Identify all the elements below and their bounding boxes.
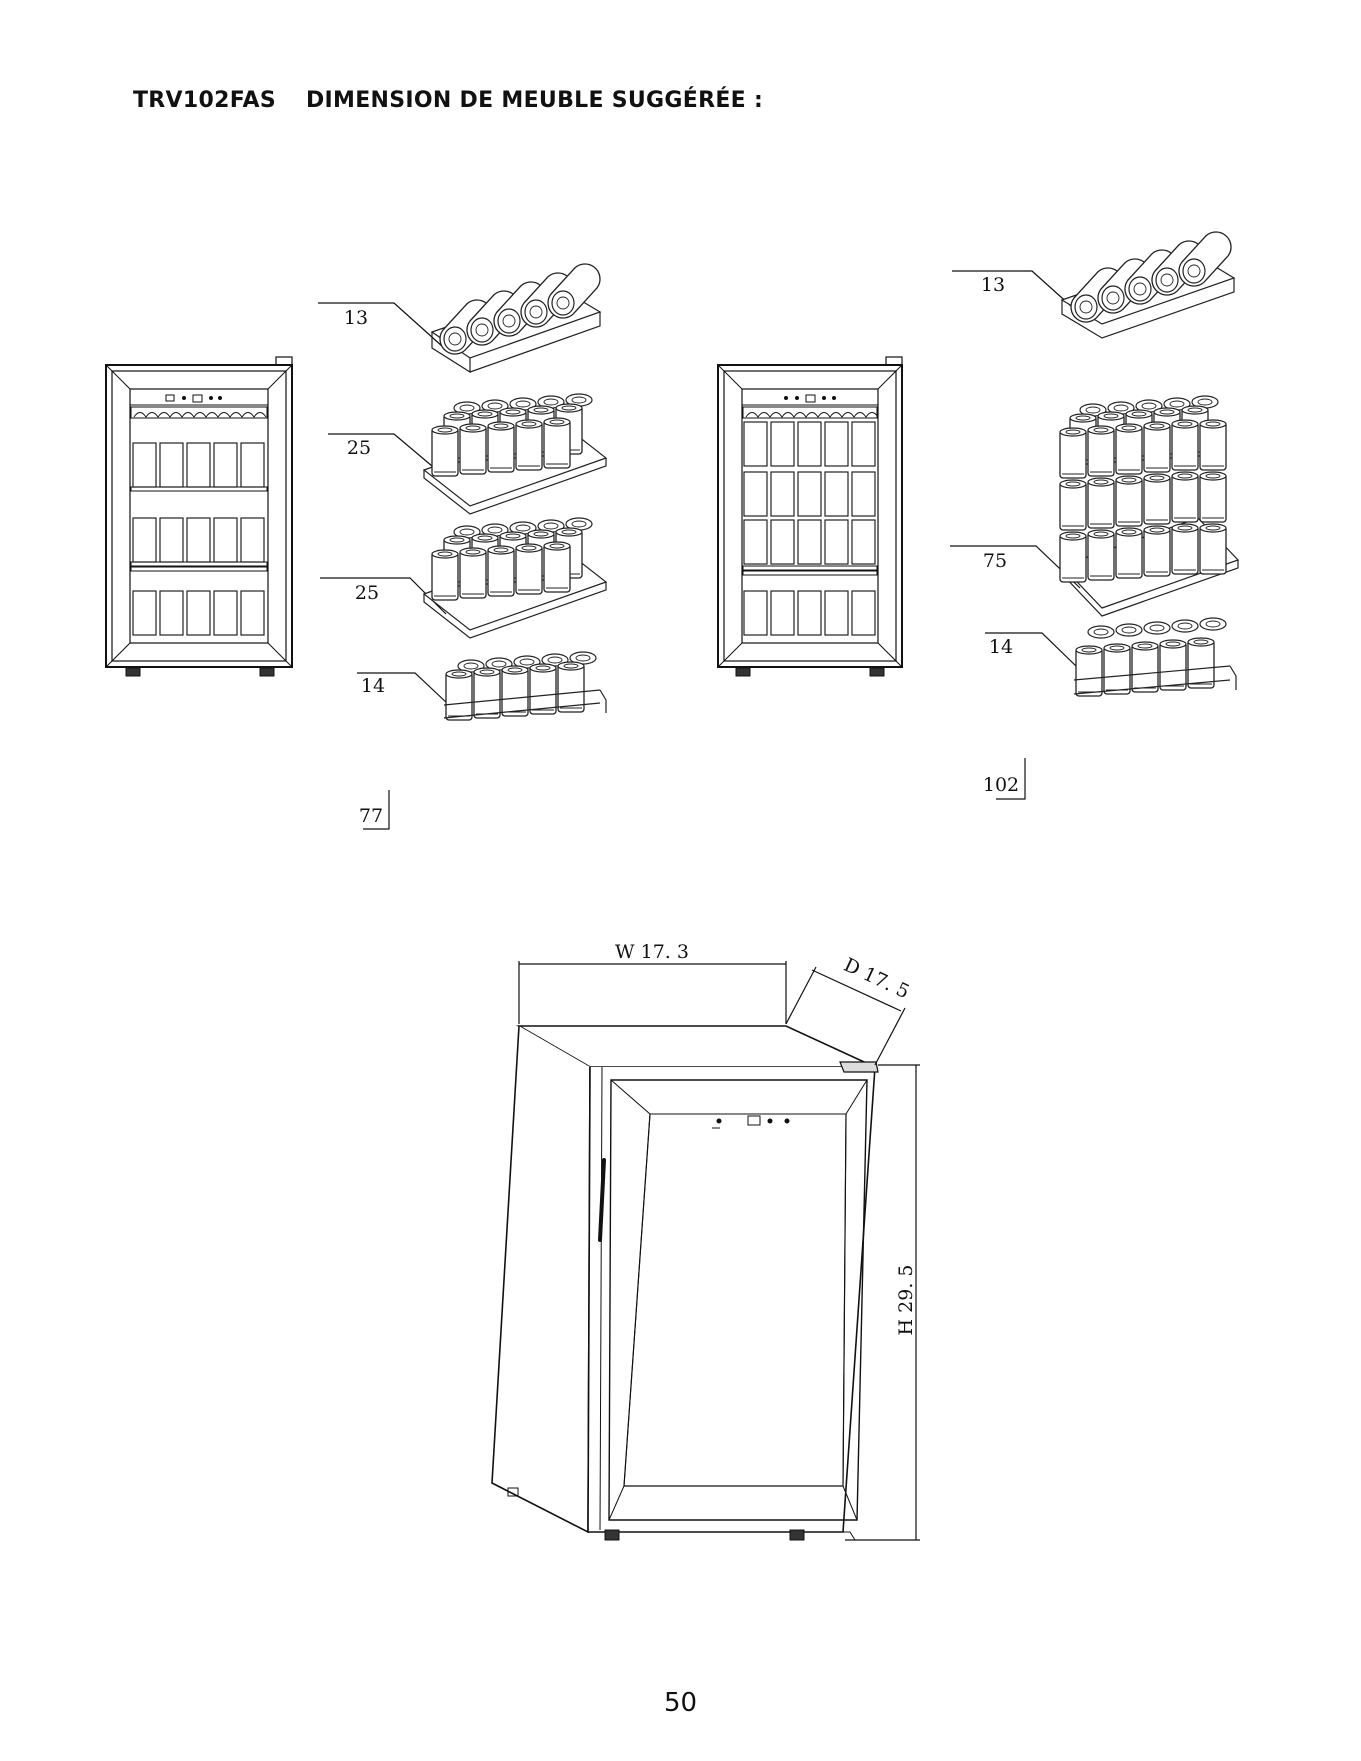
total-capacity-b: 102 bbox=[983, 758, 1025, 799]
shelf-illustration-a1 bbox=[432, 264, 600, 372]
shelf-count-a2: 25 bbox=[347, 437, 371, 459]
height-label: H 29. 5 bbox=[895, 1265, 917, 1336]
shelf-count-a4: 14 bbox=[361, 675, 385, 697]
shelf-callout-a4: 14 bbox=[357, 673, 448, 704]
shelf-count-b1: 13 bbox=[981, 274, 1005, 296]
total-count-a: 77 bbox=[359, 805, 383, 827]
shelf-count-b3: 14 bbox=[989, 636, 1013, 658]
shelf-illustration-b3 bbox=[1074, 618, 1236, 696]
width-dimension: W 17. 3 bbox=[519, 941, 786, 1024]
fridge-front-config-a bbox=[106, 357, 292, 676]
fridge-isometric-view bbox=[492, 1026, 878, 1540]
shelf-callout-b1: 13 bbox=[952, 271, 1071, 306]
shelf-callout-a2: 25 bbox=[328, 434, 432, 466]
fridge-front-config-b bbox=[718, 357, 902, 676]
depth-label: D 17. 5 bbox=[840, 954, 912, 1003]
width-label: W 17. 3 bbox=[615, 941, 689, 963]
shelf-illustration-b2 bbox=[1060, 396, 1238, 616]
shelf-count-b2: 75 bbox=[983, 550, 1007, 572]
shelf-illustration-b1 bbox=[1062, 232, 1234, 338]
shelf-count-a3: 25 bbox=[355, 582, 379, 604]
total-capacity-a: 77 bbox=[359, 790, 389, 829]
total-count-b: 102 bbox=[983, 774, 1019, 796]
shelf-illustration-a2 bbox=[424, 394, 606, 514]
shelf-illustration-a3 bbox=[424, 518, 606, 638]
page-number: 50 bbox=[0, 1688, 1361, 1718]
shelf-illustration-a4 bbox=[444, 652, 606, 720]
shelf-callout-a1: 13 bbox=[318, 303, 443, 347]
shelf-count-a1: 13 bbox=[344, 307, 368, 329]
shelf-callout-b3: 14 bbox=[985, 633, 1077, 667]
